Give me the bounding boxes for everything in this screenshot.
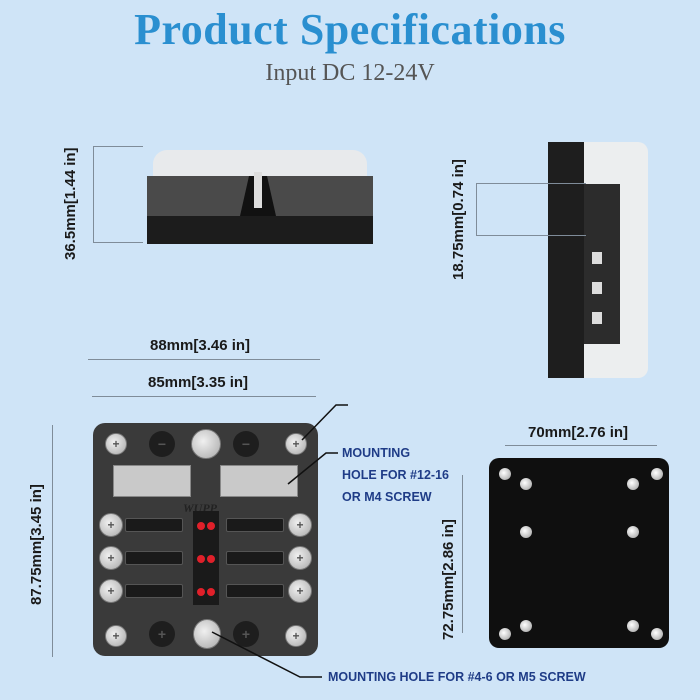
rivet-icon bbox=[627, 478, 639, 490]
plus-terminal-icon: + bbox=[149, 621, 175, 647]
inner-width-label: 85mm[3.35 in] bbox=[148, 374, 249, 391]
rivet-icon bbox=[520, 478, 532, 490]
page-title: Product Specifications bbox=[134, 5, 566, 54]
mounting-screw-icon: + bbox=[285, 625, 307, 647]
fuse-terminal-icon: + bbox=[288, 513, 312, 537]
mounting-hole-icon bbox=[499, 628, 511, 640]
fuse-slot bbox=[125, 518, 183, 532]
fuse-block-bottom-view bbox=[489, 458, 669, 648]
led-indicator-icon bbox=[207, 588, 215, 596]
mounting-hole-icon bbox=[651, 628, 663, 640]
mounting-screw-icon: + bbox=[285, 433, 307, 455]
fuse-block-top-view: + − − + WUPP + + + + + + + + + + bbox=[93, 423, 318, 656]
mounting-hole-icon bbox=[651, 468, 663, 480]
minus-terminal-icon: − bbox=[149, 431, 175, 457]
front-bolt bbox=[254, 172, 262, 208]
ground-bar-left bbox=[113, 465, 191, 497]
fuse-slot bbox=[125, 551, 183, 565]
center-stud-icon bbox=[191, 429, 221, 459]
mounting-hole-icon bbox=[499, 468, 511, 480]
fuse-terminal-icon: + bbox=[288, 579, 312, 603]
mounting-screw-icon: + bbox=[105, 625, 127, 647]
fuse-terminal-icon: + bbox=[99, 579, 123, 603]
fuse-slot bbox=[226, 584, 284, 598]
minus-terminal-icon: − bbox=[233, 431, 259, 457]
fuse-terminal-icon: + bbox=[99, 513, 123, 537]
fuse-slot bbox=[226, 551, 284, 565]
rivet-icon bbox=[627, 620, 639, 632]
led-indicator-icon bbox=[197, 522, 205, 530]
mount-height-label: 72.75mm[2.86 in] bbox=[440, 519, 457, 640]
large-hole-callout: MOUNTING HOLE FOR #4-6 OR M5 SCREW bbox=[328, 670, 586, 684]
side-view bbox=[548, 142, 648, 378]
led-indicator-icon bbox=[207, 522, 215, 530]
fuse-terminal-icon: + bbox=[288, 546, 312, 570]
fuse-slot bbox=[125, 584, 183, 598]
mount-width-label: 70mm[2.76 in] bbox=[528, 424, 629, 441]
plus-terminal-icon: + bbox=[233, 621, 259, 647]
led-indicator-icon bbox=[207, 555, 215, 563]
ground-bar-right bbox=[220, 465, 298, 497]
led-indicator-icon bbox=[197, 588, 205, 596]
page-subtitle: Input DC 12-24V bbox=[265, 60, 435, 86]
rivet-icon bbox=[520, 620, 532, 632]
fuse-slot bbox=[226, 518, 284, 532]
mounting-screw-icon: + bbox=[105, 433, 127, 455]
front-base bbox=[147, 216, 373, 244]
fuse-terminal-icon: + bbox=[99, 546, 123, 570]
small-hole-callout: MOUNTING HOLE FOR #12-16 OR M4 SCREW bbox=[342, 446, 449, 504]
rivet-icon bbox=[520, 526, 532, 538]
outer-width-label: 88mm[3.46 in] bbox=[150, 337, 251, 354]
front-view bbox=[145, 150, 375, 245]
rivet-icon bbox=[627, 526, 639, 538]
led-indicator-icon bbox=[197, 555, 205, 563]
